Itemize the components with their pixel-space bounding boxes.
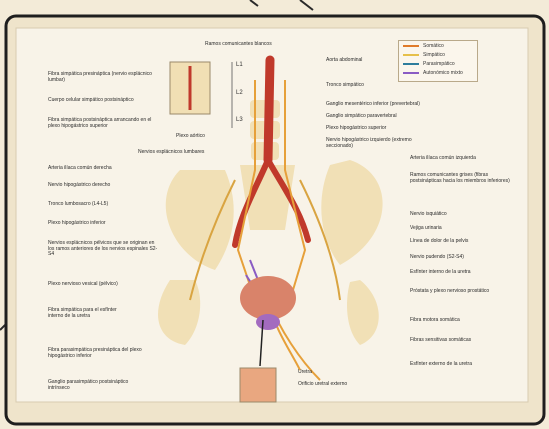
label-right: Esfínter interno de la uretra [410, 270, 471, 276]
label-bottom: Uretra [298, 370, 312, 376]
label-left: Arteria ilíaca común derecha [48, 166, 112, 172]
label-right: Tronco simpático [326, 83, 364, 89]
level-label: L1 [236, 62, 243, 68]
label-right: Ganglio mesentérico inferior (prevertebr… [326, 102, 420, 108]
legend-item: Parasimpático [403, 61, 455, 68]
label-right: Ganglio simpático paravertebral [326, 114, 397, 120]
legend-swatch [403, 63, 419, 65]
label-left: Ganglio parasimpático postsináptico intr… [48, 380, 148, 391]
label-left: Cuerpo celular simpático postsináptico [48, 98, 163, 104]
label-right: Plexo hipogástrico superior [326, 126, 386, 132]
legend-label: Somático [423, 43, 444, 49]
label-left: Fibra parasimpática presináptica del ple… [48, 348, 148, 359]
legend-label: Autonómico mixto [423, 70, 463, 76]
label-left: Plexo hipogástrico inferior [48, 221, 106, 227]
label-right: Nervio pudendo (S2-S4) [410, 255, 464, 261]
legend-label: Simpático [423, 52, 445, 58]
label-right: Esfínter externo de la uretra [410, 362, 490, 368]
label-center: Nervios esplácnicos lumbares [138, 150, 204, 156]
label-right: Nervio isquiático [410, 212, 447, 218]
legend-swatch [403, 45, 419, 47]
level-label: L3 [236, 117, 243, 123]
legend-swatch [403, 54, 419, 56]
prostate [256, 314, 280, 330]
label-top: Ramos comunicantes blancos [205, 42, 272, 48]
legend-swatch [403, 72, 419, 74]
legend-item: Somático [403, 43, 444, 50]
bladder [240, 276, 296, 320]
label-right: Línea de dolor de la pelvis [410, 239, 468, 245]
legend-item: Autonómico mixto [403, 70, 463, 77]
legend-item: Simpático [403, 52, 445, 59]
label-right: Aorta abdominal [326, 58, 362, 64]
label-right: Próstata y plexo nervioso prostático [410, 289, 495, 295]
legend-label: Parasimpático [423, 61, 455, 67]
label-right: Vejiga urinaria [410, 226, 442, 232]
label-right: Ramos comunicantes grises (fibras postsi… [410, 173, 510, 184]
label-right: Fibras sensitivas somáticas [410, 338, 490, 344]
label-left: Fibra simpática presináptica (nervio esp… [48, 72, 163, 83]
level-label: L2 [236, 90, 243, 96]
label-right: Fibra motora somática [410, 318, 490, 324]
legend-box: Somático Simpático Parasimpático Autonóm… [398, 40, 478, 82]
label-bottom: Orificio uretral externo [298, 382, 358, 388]
label-right: Arteria ilíaca común izquierda [410, 156, 505, 162]
label-left: Tronco lumbosacro (L4-L5) [48, 202, 108, 208]
label-center: Plexo aórtico [176, 134, 205, 140]
label-left: Plexo nervioso vesical (pélvico) [48, 282, 128, 288]
label-left: Nervio hipogástrico derecho [48, 183, 110, 189]
label-right: Nervio hipogástrico izquierdo (extremo s… [326, 138, 431, 149]
label-left: Fibra simpática postsináptica arrancando… [48, 118, 158, 129]
label-left: Nervios esplácnicos pélvicos que se orig… [48, 241, 158, 258]
label-left: Fibra simpática para el esfínter interno… [48, 308, 128, 319]
lower-inset-box [240, 368, 276, 402]
